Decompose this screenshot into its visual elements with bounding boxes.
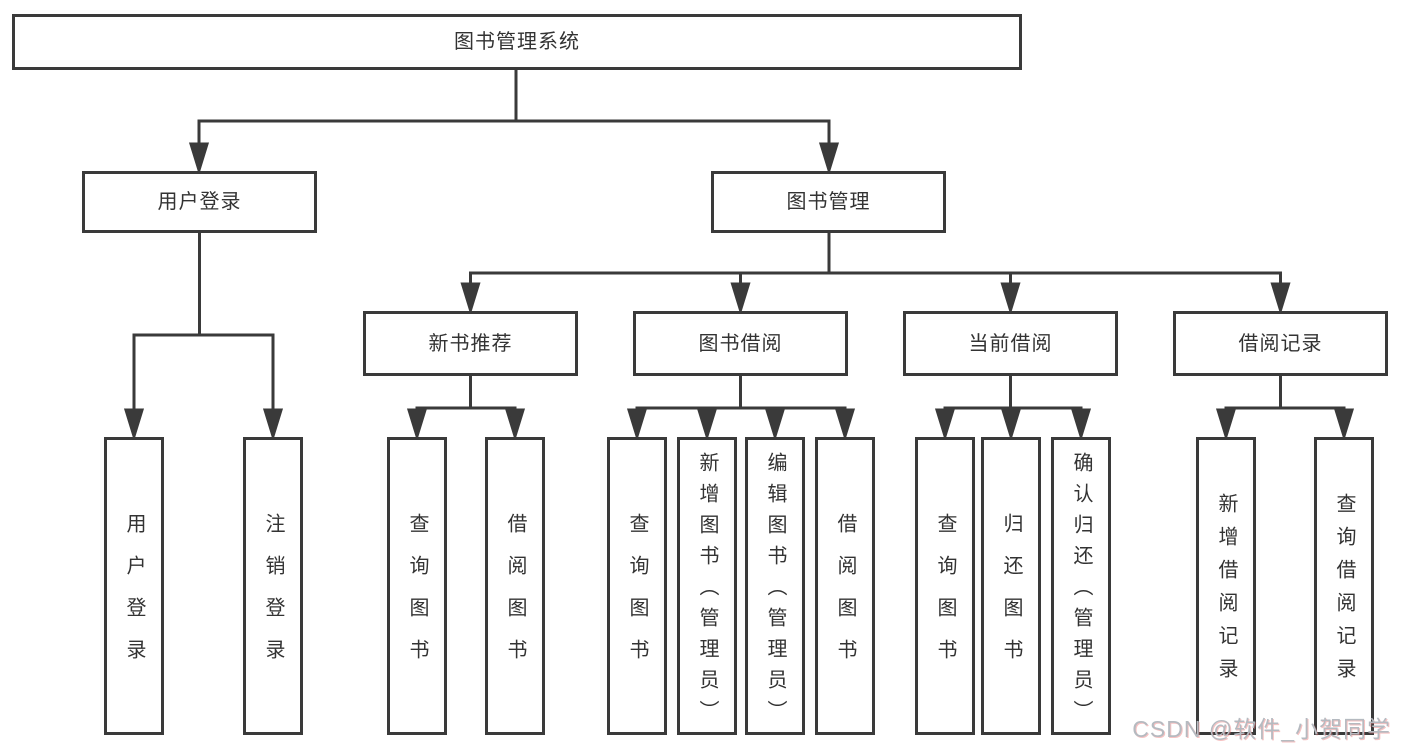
node-label: 借阅图书 [834, 513, 856, 681]
connector-root-split [188, 69, 840, 176]
node-leaf-add-borrow-record: 新增借阅记录 [1196, 437, 1256, 735]
connector-borrow-records-split [1215, 376, 1355, 442]
node-label: 图书管理系统 [454, 31, 580, 53]
node-label: 当前借阅 [968, 332, 1053, 355]
node-label: 图书管理 [786, 191, 871, 213]
connector-book-borrow-split [626, 376, 856, 442]
node-leaf-borrow-books-1: 借阅图书 [485, 437, 545, 735]
node-leaf-confirm-return-admin: 确认归还（管理员） [1051, 437, 1111, 735]
node-leaf-user-login: 用户登录 [104, 437, 164, 735]
node-label: 查询图书 [934, 513, 956, 681]
connector-current-borrow-split [934, 376, 1092, 442]
node-leaf-borrow-books-2: 借阅图书 [815, 437, 875, 735]
node-label: 编辑图书（管理员） [764, 451, 786, 731]
node-label: 查询借阅记录 [1333, 493, 1355, 691]
node-label: 用户登录 [157, 191, 242, 213]
node-leaf-query-books-2: 查询图书 [607, 437, 667, 735]
csdn-watermark: CSDN @软件_小贺同学 [1132, 716, 1391, 742]
node-new-book-recommend: 新书推荐 [363, 311, 578, 376]
node-label: 新增图书（管理员） [696, 451, 718, 731]
node-leaf-query-borrow-record: 查询借阅记录 [1314, 437, 1374, 735]
node-book-management: 图书管理 [711, 171, 946, 233]
node-book-borrowing: 图书借阅 [633, 311, 848, 376]
node-label: 用户登录 [123, 513, 145, 681]
node-label: 借阅记录 [1238, 332, 1323, 355]
node-leaf-edit-book-admin: 编辑图书（管理员） [745, 437, 805, 735]
node-label: 确认归还（管理员） [1070, 451, 1092, 731]
node-leaf-add-book-admin: 新增图书（管理员） [677, 437, 737, 735]
node-label: 新书推荐 [428, 332, 513, 355]
node-leaf-return-book: 归还图书 [981, 437, 1041, 735]
node-label: 查询图书 [626, 513, 648, 681]
node-label: 图书借阅 [698, 332, 783, 355]
node-user-login: 用户登录 [82, 171, 317, 233]
connector-book-management-split [460, 233, 1291, 316]
node-library-system: 图书管理系统 [12, 14, 1022, 70]
node-label: 借阅图书 [504, 513, 526, 681]
node-leaf-query-books-3: 查询图书 [915, 437, 975, 735]
connector-user-login-split [123, 233, 284, 442]
node-current-borrowing: 当前借阅 [903, 311, 1118, 376]
node-borrowing-records: 借阅记录 [1173, 311, 1388, 376]
connector-new-book-split [406, 376, 526, 442]
node-label: 归还图书 [1000, 513, 1022, 681]
node-label: 注销登录 [262, 513, 284, 681]
node-label: 查询图书 [406, 513, 428, 681]
node-leaf-query-books-1: 查询图书 [387, 437, 447, 735]
node-leaf-logout: 注销登录 [243, 437, 303, 735]
node-label: 新增借阅记录 [1215, 493, 1237, 691]
